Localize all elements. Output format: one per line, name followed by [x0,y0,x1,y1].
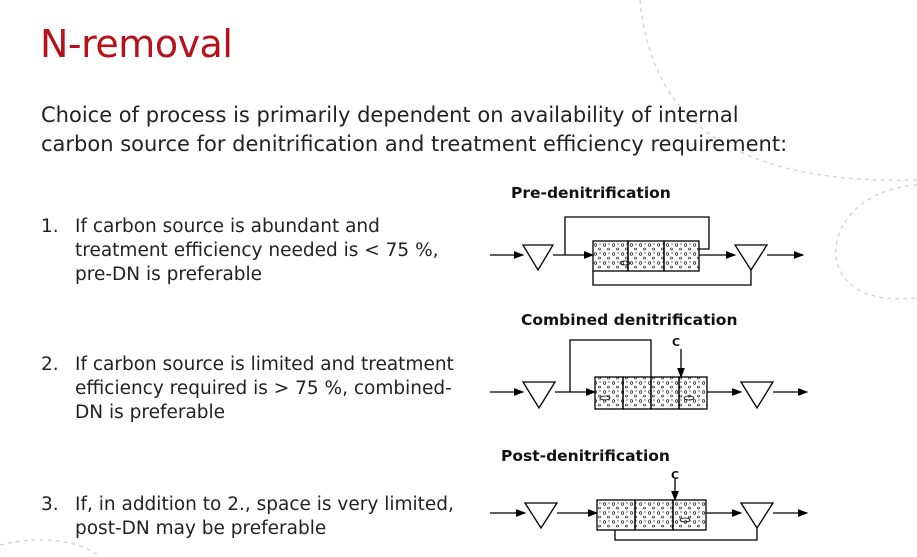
combined-denitrification-diagram [490,339,809,410]
internal-recycle [564,216,710,255]
post-anoxic-zone [672,499,707,531]
secondary-clarifier [739,381,775,410]
aerobic-zone [596,499,636,531]
mixer [619,260,631,266]
list-text: If carbon source is limited and treatmen… [75,354,454,423]
secondary-clarifier [733,244,769,272]
sludge-return [614,528,758,541]
anoxic-zone [594,376,624,410]
intro-text: Choice of process is primarily dependent… [41,103,788,156]
combined-denitrification-title: Combined denitrification [521,311,738,329]
post-anoxic-zone [678,376,708,410]
anoxic-zone [592,240,629,272]
list-number: 1. [41,216,59,237]
mixer [679,517,691,523]
list-number: 2. [41,354,59,375]
primary-clarifier [521,381,557,410]
mixer [599,395,611,401]
post-denitrification-diagram [490,479,809,541]
aerobic-zone [627,240,665,272]
aerobic-zone [634,499,674,531]
mixer [683,395,695,401]
carbon-dosing-label: C [671,469,680,482]
aerobic-zone [663,240,700,272]
slide-title: N-removal [40,22,233,66]
aerobic-zone [650,376,680,410]
internal-recycle [569,339,652,392]
list-number: 3. [41,494,59,515]
post-denitrification-title: Post-denitrification [501,447,670,465]
pre-denitrification-diagram [490,216,805,286]
aerobic-zone [622,376,652,410]
sludge-return [592,270,752,286]
pre-denitrification-title: Pre-denitrification [511,184,671,202]
list-text: If carbon source is abundant and treatme… [75,216,439,285]
list-text: If, in addition to 2., space is very lim… [75,494,454,539]
secondary-clarifier [739,502,775,530]
carbon-dosing-label: C [672,336,681,349]
primary-clarifier [521,244,555,272]
primary-clarifier [523,502,559,530]
